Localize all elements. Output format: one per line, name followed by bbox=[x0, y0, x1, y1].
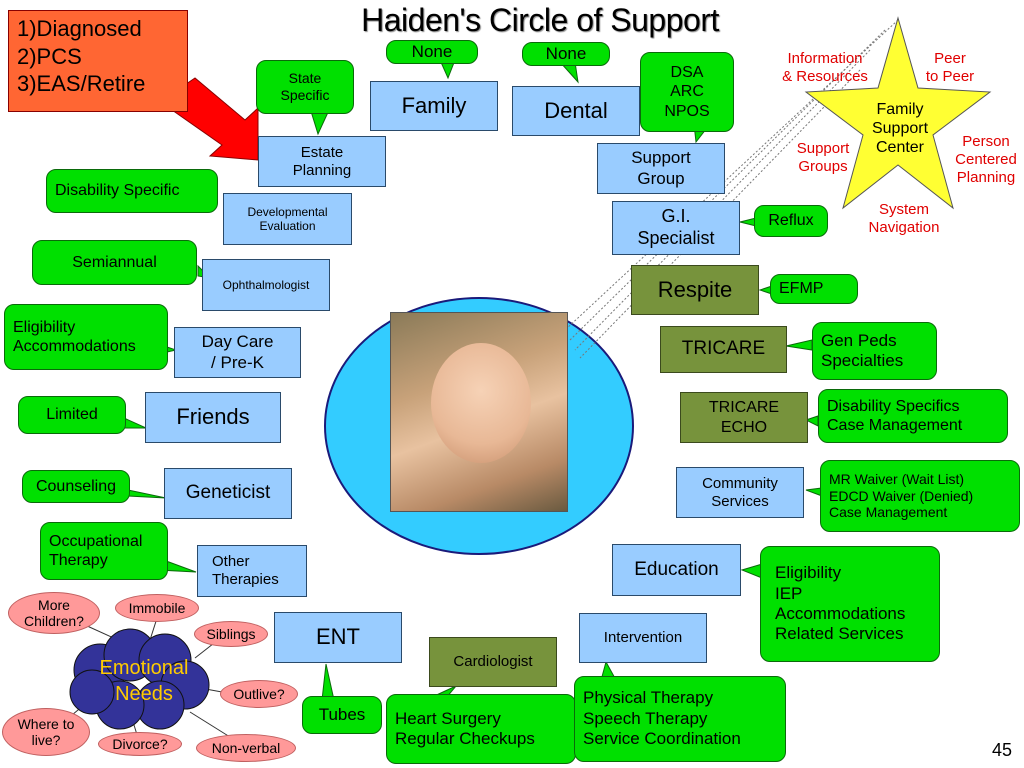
siblings-cloud: Siblings bbox=[194, 621, 268, 647]
limited-callout: Limited bbox=[18, 396, 126, 434]
family-support-star bbox=[804, 16, 992, 210]
semiannual-callout: Semiannual bbox=[32, 240, 197, 285]
respite-box: Respite bbox=[631, 265, 759, 315]
info-resources-label: Information & Resources bbox=[782, 50, 868, 85]
page-number: 45 bbox=[991, 740, 1012, 760]
status-list-box: 1)Diagnosed 2)PCS 3)EAS/Retire bbox=[8, 10, 188, 112]
estate-planning-box: Estate Planning bbox=[258, 136, 386, 187]
person-centered-label: Person Centered Planning bbox=[955, 133, 1017, 186]
eligibility-accommodations-callout: Eligibility Accommodations bbox=[4, 304, 168, 370]
tricare-box: TRICARE bbox=[660, 326, 787, 373]
eligibility-iep-callout: Eligibility IEP Accommodations Related S… bbox=[760, 546, 940, 662]
dental-box: Dental bbox=[512, 86, 640, 136]
immobile-cloud: Immobile bbox=[115, 594, 199, 622]
gen-peds-callout: Gen Peds Specialties bbox=[812, 322, 937, 380]
family-box: Family bbox=[370, 81, 498, 131]
child-face-icon bbox=[431, 343, 531, 463]
ophthalmologist-box: Ophthalmologist bbox=[202, 259, 330, 311]
support-groups-label: Support Groups bbox=[796, 140, 850, 175]
page-title: Haiden's Circle of Support bbox=[361, 2, 719, 38]
education-box: Education bbox=[612, 544, 741, 596]
heart-surgery-callout: Heart Surgery Regular Checkups bbox=[386, 694, 576, 764]
disability-specific-callout: Disability Specific bbox=[46, 169, 218, 213]
outlive-cloud: Outlive? bbox=[220, 680, 298, 708]
daycare-box: Day Care / Pre-K bbox=[174, 327, 301, 378]
waiver-callout: MR Waiver (Wait List) EDCD Waiver (Denie… bbox=[820, 460, 1020, 532]
physical-therapy-callout: Physical Therapy Speech Therapy Service … bbox=[574, 676, 786, 762]
tubes-callout: Tubes bbox=[302, 696, 382, 734]
friends-box: Friends bbox=[145, 392, 281, 443]
emotional-needs-label: Emotional Needs bbox=[99, 657, 189, 705]
gi-specialist-box: G.I. Specialist bbox=[612, 201, 740, 255]
intervention-box: Intervention bbox=[579, 613, 707, 663]
system-navigation-label: System Navigation bbox=[868, 201, 940, 236]
ent-box: ENT bbox=[274, 612, 402, 663]
tricare-echo-box: TRICARE ECHO bbox=[680, 392, 808, 443]
support-group-box: Support Group bbox=[597, 143, 725, 194]
reflux-callout: Reflux bbox=[754, 205, 828, 237]
disability-case-callout: Disability Specifics Case Management bbox=[818, 389, 1008, 443]
family-support-center-label: Family Support Center bbox=[871, 101, 929, 157]
occupational-therapy-callout: Occupational Therapy bbox=[40, 522, 168, 580]
emotional-cloud-shape bbox=[69, 628, 210, 730]
other-therapies-box: Other Therapies bbox=[197, 545, 307, 597]
efmp-callout: EFMP bbox=[770, 274, 858, 304]
more-children-cloud: More Children? bbox=[8, 592, 100, 634]
counseling-callout: Counseling bbox=[22, 470, 130, 503]
where-to-live-cloud: Where to live? bbox=[2, 708, 90, 756]
state-specific-callout: State Specific bbox=[256, 60, 354, 114]
cardiologist-box: Cardiologist bbox=[429, 637, 557, 687]
divorce-cloud: Divorce? bbox=[98, 732, 182, 756]
geneticist-box: Geneticist bbox=[164, 468, 292, 519]
community-services-box: Community Services bbox=[676, 467, 804, 518]
peer-to-peer-label: Peer to Peer bbox=[925, 50, 975, 85]
developmental-evaluation-box: Developmental Evaluation bbox=[223, 193, 352, 245]
dsa-arc-npos-callout: DSA ARC NPOS bbox=[640, 52, 734, 132]
dental-none-callout: None bbox=[522, 42, 610, 66]
nonverbal-cloud: Non-verbal bbox=[196, 734, 296, 762]
child-photo bbox=[390, 312, 568, 512]
family-none-callout: None bbox=[386, 40, 478, 64]
